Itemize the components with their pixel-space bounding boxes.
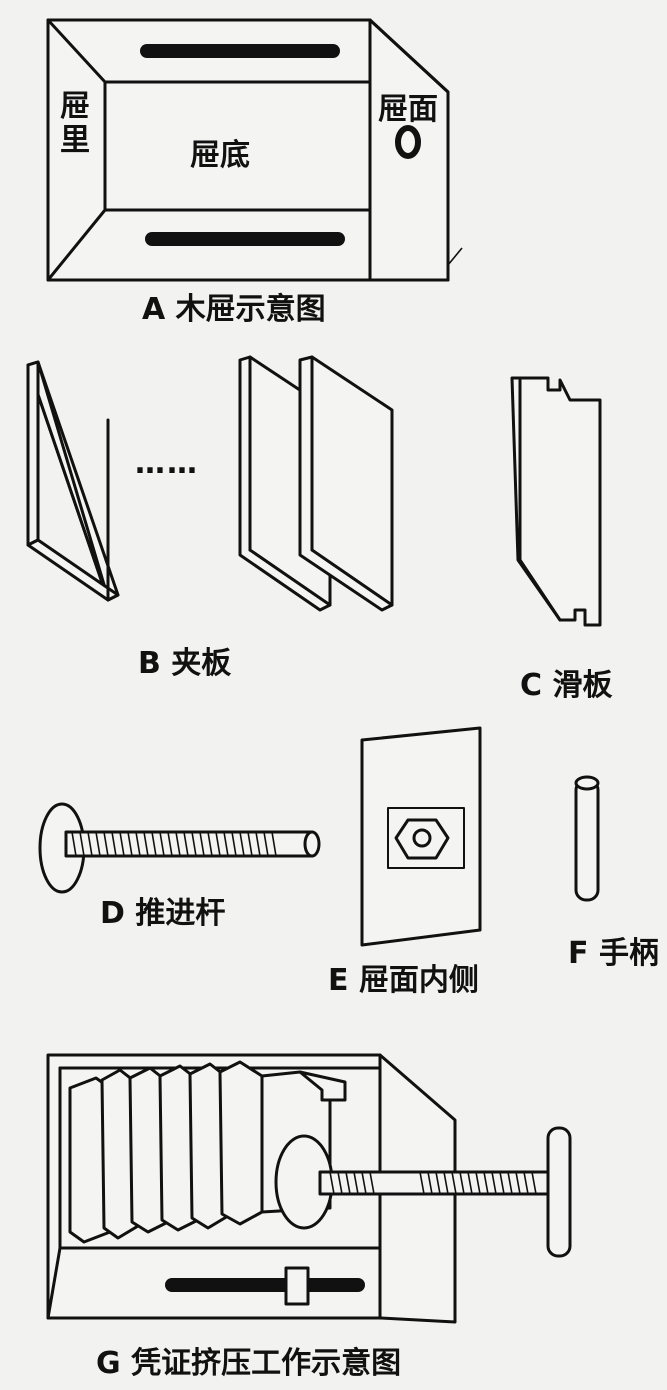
caption-d: D 推进杆 (100, 896, 226, 931)
caption-e: E 屉面内侧 (328, 963, 479, 998)
push-rod-drawing (38, 802, 321, 894)
handle-drawing (574, 775, 600, 902)
clamp-plate-1 (26, 360, 40, 547)
work-slot-peg (284, 1266, 310, 1306)
clamp-plate-drawing (26, 355, 394, 612)
handle-bar (574, 778, 600, 902)
label-drawer-bottom: 屉底 (190, 138, 250, 173)
voucher-stack (68, 1060, 264, 1244)
work-diagram-drawing (46, 1053, 572, 1324)
slide-plate-drawing (510, 376, 602, 627)
drawer-face-inner-drawing (360, 726, 482, 947)
label-drawer-inside: 屉里 (60, 89, 90, 158)
ellipsis-marker: …… (135, 446, 199, 481)
nut-icon (394, 818, 450, 860)
work-handle (546, 1126, 572, 1258)
label-drawer-front: 屉面 (378, 92, 438, 127)
drawer-bottom-slot (145, 232, 345, 246)
caption-a: A 木屉示意图 (142, 292, 326, 327)
caption-g: G 凭证挤压工作示意图 (96, 1346, 402, 1381)
work-bottom-slot (165, 1278, 365, 1292)
slide-plate (510, 376, 602, 627)
push-rod-thread (71, 831, 277, 857)
drawer-box-drawing (46, 18, 463, 282)
drawer-top-slot (140, 44, 340, 58)
caption-f: F 手柄 (568, 936, 659, 971)
caption-c: C 滑板 (520, 668, 613, 703)
caption-b: B 夹板 (138, 646, 232, 681)
drawer-pointer-line (447, 247, 463, 266)
drawer-front-face (368, 18, 450, 282)
drawer-front-hole (395, 125, 421, 159)
